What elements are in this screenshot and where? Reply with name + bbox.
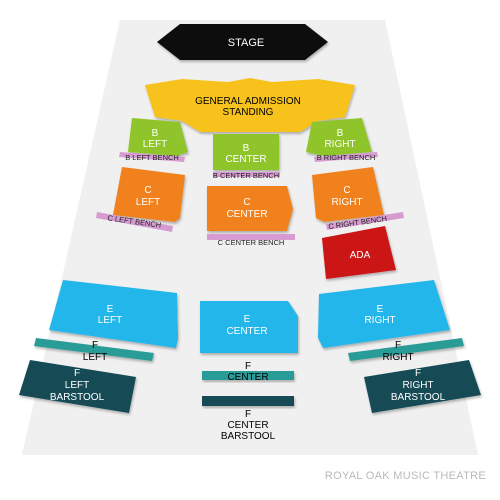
- e-right-label-line2: RIGHT: [364, 315, 395, 326]
- e-left-shape: [49, 280, 178, 348]
- b-left-bench-shape: [119, 152, 185, 162]
- f-right-barstool-shape: [364, 360, 481, 413]
- section-b-right[interactable]: B RIGHT: [306, 118, 372, 156]
- section-ada[interactable]: ADA: [322, 226, 396, 279]
- f-center-barstool-shape: [202, 396, 294, 406]
- e-center-label-line2: CENTER: [226, 326, 267, 337]
- c-center-bench-shape: [207, 234, 295, 240]
- section-b-left-bench[interactable]: B LEFT BENCH: [119, 152, 185, 162]
- section-b-center[interactable]: B CENTER: [213, 134, 279, 170]
- f-left-barstool-label-line1: F: [74, 368, 80, 379]
- f-left-barstool-shape: [19, 360, 136, 413]
- c-left-label-line1: C: [144, 185, 151, 196]
- f-right-label-line2: RIGHT: [382, 352, 413, 363]
- c-right-label-line2: RIGHT: [331, 197, 362, 208]
- b-right-label-line1: B: [337, 128, 344, 139]
- c-center-shape: [207, 186, 293, 231]
- c-center-bench-label: C CENTER BENCH: [218, 238, 285, 247]
- section-c-center-bench[interactable]: C CENTER BENCH: [207, 234, 295, 247]
- b-right-label-line2: RIGHT: [324, 139, 355, 150]
- f-right-barstool-label-line1: F: [415, 368, 421, 379]
- c-center-label-line2: CENTER: [226, 209, 267, 220]
- b-right-shape: [306, 118, 372, 156]
- section-general-admission[interactable]: GENERAL ADMISSION STANDING: [145, 78, 355, 132]
- section-c-center[interactable]: C CENTER: [207, 186, 293, 231]
- section-b-right-bench[interactable]: B RIGHT BENCH: [314, 152, 378, 162]
- c-center-label-line1: C: [243, 197, 250, 208]
- ada-label: ADA: [350, 250, 371, 261]
- section-b-left[interactable]: B LEFT: [128, 118, 188, 156]
- section-f-right-barstool[interactable]: F RIGHT BARSTOOL: [364, 360, 481, 413]
- b-center-bench-shape: [213, 172, 280, 177]
- c-right-label-line1: C: [343, 185, 350, 196]
- venue-name: ROYAL OAK MUSIC THEATRE: [324, 470, 486, 482]
- c-left-bench-shape: [96, 212, 173, 232]
- f-center-shape: [202, 371, 294, 380]
- section-f-right[interactable]: F RIGHT: [348, 338, 464, 363]
- f-right-barstool-label-line3: BARSTOOL: [391, 392, 446, 403]
- section-e-left[interactable]: E LEFT: [49, 280, 178, 348]
- e-left-label-line2: LEFT: [98, 315, 122, 326]
- f-left-barstool-label-line2: LEFT: [65, 380, 89, 391]
- section-c-right[interactable]: C RIGHT: [312, 167, 384, 222]
- f-right-label-line1: F: [395, 340, 401, 351]
- c-left-shape: [113, 167, 185, 222]
- e-right-shape: [318, 280, 450, 348]
- b-left-label-line1: B: [152, 128, 159, 139]
- f-center-label-line1: F: [245, 361, 251, 372]
- e-right-label-line1: E: [377, 304, 384, 315]
- ga-label-line1: GENERAL ADMISSION: [195, 96, 301, 107]
- b-right-bench-shape: [314, 152, 378, 162]
- section-f-center-barstool[interactable]: F CENTER BARSTOOL: [202, 396, 294, 442]
- b-left-bench-label: B LEFT BENCH: [125, 153, 179, 162]
- b-right-bench-label: B RIGHT BENCH: [317, 153, 376, 162]
- b-left-shape: [128, 118, 188, 156]
- section-f-center[interactable]: F CENTER: [202, 361, 294, 383]
- ada-shape: [322, 226, 396, 279]
- e-center-label-line1: E: [244, 314, 251, 325]
- c-right-shape: [312, 167, 384, 222]
- f-left-label-line1: F: [92, 340, 98, 351]
- section-e-center[interactable]: E CENTER: [200, 301, 298, 353]
- stage[interactable]: STAGE: [157, 24, 328, 60]
- b-center-bench-label: B CENTER BENCH: [213, 171, 279, 180]
- e-left-label-line1: E: [107, 304, 114, 315]
- section-b-center-bench[interactable]: B CENTER BENCH: [213, 171, 280, 180]
- section-e-right[interactable]: E RIGHT: [318, 280, 450, 348]
- f-right-barstool-label-line2: RIGHT: [402, 380, 433, 391]
- b-left-label-line2: LEFT: [143, 139, 167, 150]
- section-f-left[interactable]: F LEFT: [34, 338, 154, 363]
- ga-shape: [145, 78, 355, 132]
- b-center-label-line1: B: [243, 143, 250, 154]
- section-f-left-barstool[interactable]: F LEFT BARSTOOL: [19, 360, 136, 413]
- f-right-shape: [348, 338, 464, 361]
- stage-label: STAGE: [228, 37, 264, 49]
- b-center-shape: [213, 134, 279, 170]
- c-left-label-line2: LEFT: [136, 197, 160, 208]
- c-right-bench-shape: [326, 212, 404, 230]
- e-center-shape: [200, 301, 298, 353]
- ga-label-line2: STANDING: [223, 107, 274, 118]
- f-center-barstool-label-line3: BARSTOOL: [221, 431, 276, 442]
- stage-shape: [157, 24, 328, 60]
- f-left-label-line2: LEFT: [83, 352, 107, 363]
- section-c-left[interactable]: C LEFT: [113, 167, 185, 222]
- f-left-barstool-label-line3: BARSTOOL: [50, 392, 105, 403]
- b-center-label-line2: CENTER: [225, 154, 266, 165]
- f-center-barstool-label-line1: F: [245, 409, 251, 420]
- f-center-barstool-label-line2: CENTER: [227, 420, 268, 431]
- f-center-label-line2: CENTER: [227, 372, 268, 383]
- f-left-shape: [34, 338, 154, 361]
